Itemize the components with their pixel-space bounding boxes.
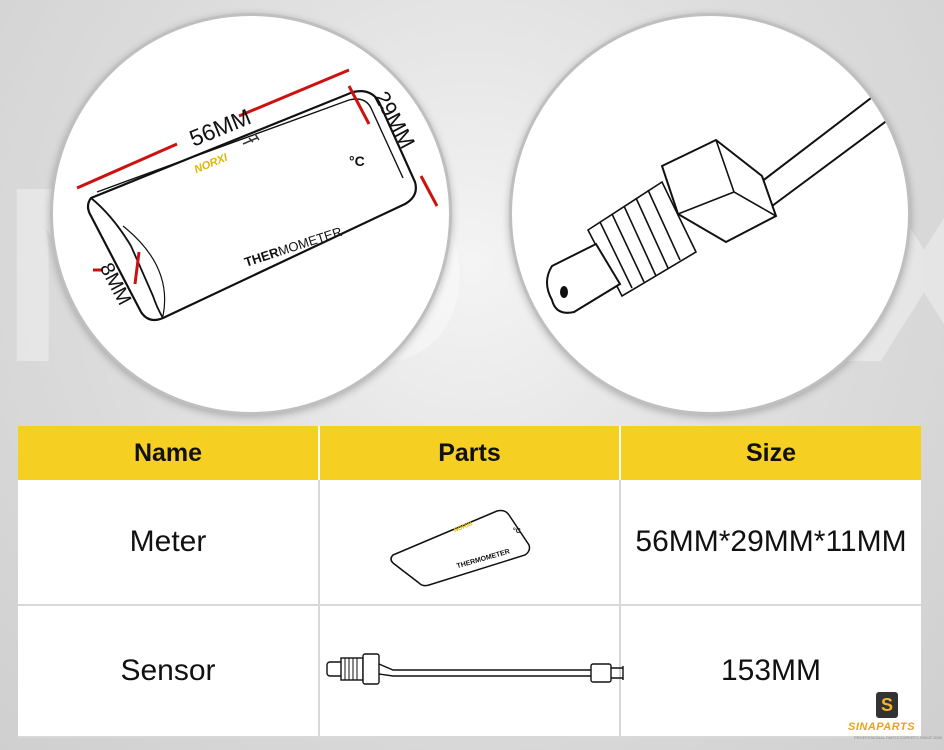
header-size: Size	[620, 426, 921, 480]
table-row: Sensor 153MM	[18, 605, 921, 738]
table-row: Meter NORXI °C THERMOMETER 56MM*29MM*11M…	[18, 480, 921, 606]
row-part-meter: NORXI °C THERMOMETER	[319, 480, 621, 606]
header-name: Name	[18, 426, 320, 480]
header-parts: Parts	[319, 426, 621, 480]
row-name-meter: Meter	[18, 480, 320, 606]
sensor-thumbnail	[326, 653, 624, 685]
row-size-meter: 56MM*29MM*11MM	[620, 480, 921, 606]
brand-logo: S SINAPARTS PROFESSIONAL PARTS EXPERTS S…	[848, 692, 942, 744]
logo-mark-icon: S	[876, 692, 898, 718]
spec-table: Name Parts Size Meter NORXI °C THERMOMET…	[18, 426, 921, 738]
row-part-sensor	[319, 605, 624, 738]
unit-label: °C	[349, 153, 365, 169]
row-name-sensor: Sensor	[18, 605, 320, 738]
thumbnail-unit-label: °C	[513, 527, 521, 535]
logo-name: SINAPARTS	[848, 721, 916, 733]
sensor-drawing	[546, 81, 905, 314]
usb-icon	[242, 133, 260, 145]
meter-thumbnail: NORXI °C THERMOMETER	[389, 509, 530, 587]
sensor-closeup-callout	[509, 13, 911, 415]
meter-drawing: 56MM 29MM 8MM NORXI °C THERMOMETER	[76, 68, 439, 322]
row-size-sensor: 153MM	[620, 605, 921, 738]
meter-dimension-callout: 56MM 29MM 8MM NORXI °C THERMOMETER	[50, 13, 452, 415]
table-header-row: Name Parts Size	[18, 426, 921, 480]
logo-tagline: PROFESSIONAL PARTS EXPERTS SINCE 2000	[854, 735, 943, 740]
